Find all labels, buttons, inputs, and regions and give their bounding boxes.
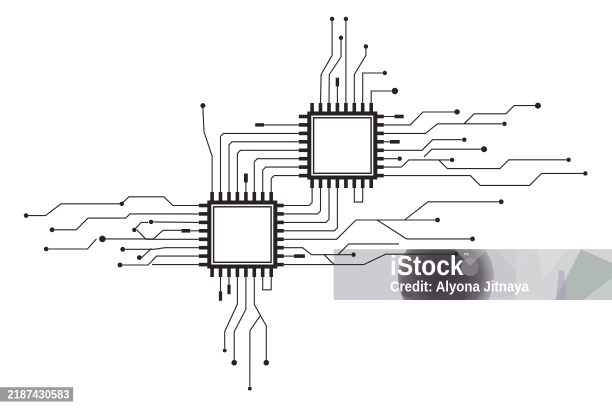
svg-text:2187430583: 2187430583	[8, 388, 70, 402]
svg-text:™: ™	[463, 252, 469, 259]
svg-text:iStock: iStock	[390, 250, 464, 281]
svg-text:Credit: Alyona Jitnaya: Credit: Alyona Jitnaya	[390, 279, 530, 296]
